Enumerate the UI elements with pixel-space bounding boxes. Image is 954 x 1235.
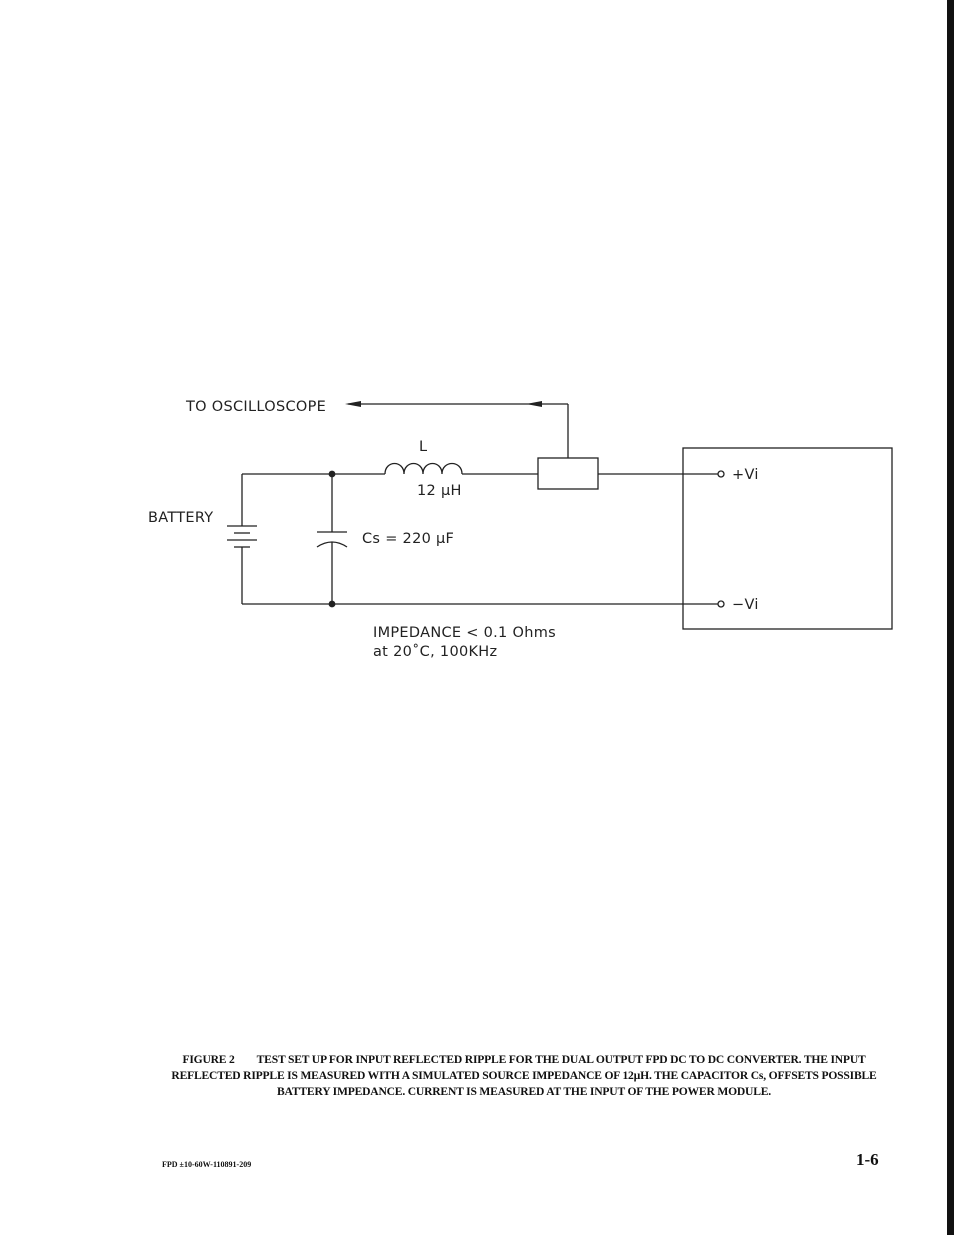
impedance-line-1: IMPEDANCE < 0.1 Ohms (373, 625, 556, 641)
minus-terminal-label: −Vi (732, 597, 759, 613)
oscilloscope-label: TO OSCILLOSCOPE (185, 399, 326, 415)
inductor-name: L (419, 439, 427, 455)
minus-terminal-dot (717, 600, 725, 608)
impedance-line-2: at 20˚C, 100KHz (373, 643, 497, 660)
plus-terminal-label: +Vi (732, 467, 759, 483)
battery-label: BATTERY (148, 510, 213, 526)
page-number: 1-6 (856, 1150, 879, 1169)
capacitor-symbol (316, 474, 348, 604)
inductor-value: 12 µH (417, 483, 462, 499)
page-edge-shadow (947, 0, 954, 1235)
power-module-box (682, 447, 893, 630)
figure-caption-text: TEST SET UP FOR INPUT REFLECTED RIPPLE F… (171, 1053, 877, 1098)
battery-symbol (227, 474, 257, 604)
inductor-symbol (384, 462, 463, 475)
document-id: FPD ±10-60W-110891-209 (162, 1160, 252, 1169)
current-probe-block (537, 457, 599, 490)
figure-label: FIGURE 2 (182, 1053, 235, 1066)
oscilloscope-lead (345, 401, 569, 458)
plus-terminal-dot (717, 470, 725, 478)
capacitor-label: Cs = 220 µF (362, 531, 454, 547)
